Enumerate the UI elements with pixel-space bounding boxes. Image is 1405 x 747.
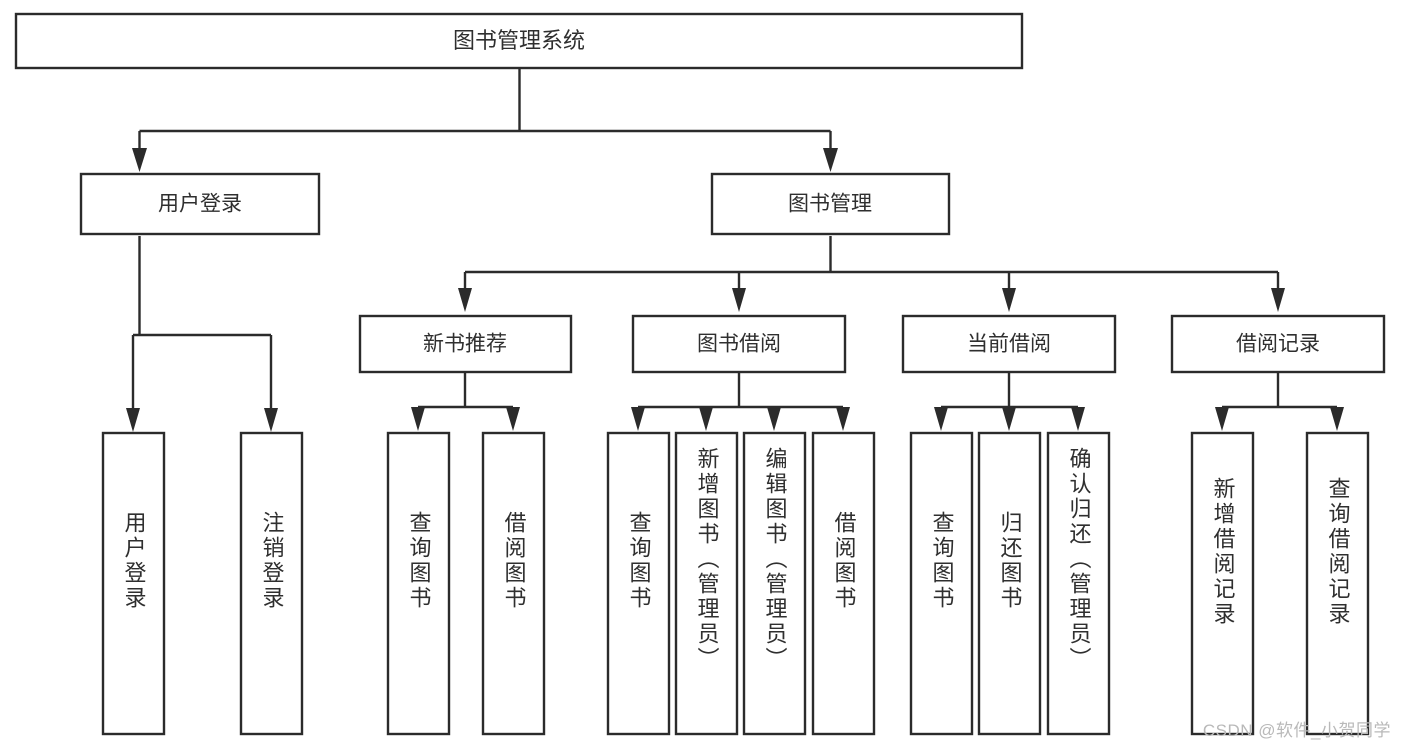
node-box-current-borrow[interactable] bbox=[901, 314, 1117, 374]
connector-group-book-borrow bbox=[631, 372, 850, 431]
node-box-borrow-record[interactable] bbox=[1170, 314, 1386, 374]
connector-group-root bbox=[132, 68, 838, 172]
arrow-head-new-book-rec bbox=[458, 288, 472, 312]
node-box-book-borrow[interactable] bbox=[631, 314, 847, 374]
arrow-head-borrow-record bbox=[1271, 288, 1285, 312]
node-label-book-manage: 图书管理 bbox=[788, 193, 872, 216]
node-book-manage[interactable]: 图书管理 bbox=[710, 172, 951, 236]
node-box-new-book-rec[interactable] bbox=[358, 314, 573, 374]
node-borrow-record[interactable]: 借阅记录 bbox=[1170, 314, 1386, 374]
node-label-borrow-record: 借阅记录 bbox=[1236, 333, 1320, 356]
node-box-root[interactable] bbox=[14, 12, 1024, 70]
node-new-book-rec[interactable]: 新书推荐 bbox=[358, 314, 573, 374]
arrow-head-leaf-confirm-return bbox=[1071, 407, 1085, 431]
leaf-box-leaf-edit-book[interactable] bbox=[742, 431, 807, 736]
leaf-box-leaf-add-record[interactable] bbox=[1190, 431, 1255, 736]
csdn-watermark: CSDN @软件_小贺同学 bbox=[1202, 721, 1391, 740]
arrow-head-book-borrow bbox=[732, 288, 746, 312]
leaf-box-leaf-query-book-3[interactable] bbox=[909, 431, 974, 736]
arrow-head-leaf-logout bbox=[264, 408, 278, 432]
arrow-head-user-login bbox=[132, 148, 147, 172]
node-current-borrow[interactable]: 当前借阅 bbox=[901, 314, 1117, 374]
leaf-box-leaf-query-book-1[interactable] bbox=[386, 431, 451, 736]
node-label-new-book-rec: 新书推荐 bbox=[423, 333, 507, 356]
arrow-head-leaf-user-login bbox=[126, 408, 140, 432]
leaf-box-leaf-confirm-return[interactable] bbox=[1046, 431, 1111, 736]
arrow-head-current-borrow bbox=[1002, 288, 1016, 312]
arrow-head-leaf-query-book-3 bbox=[934, 407, 948, 431]
leaf-box-leaf-borrow-book-2[interactable] bbox=[811, 431, 876, 736]
node-box-book-manage[interactable] bbox=[710, 172, 951, 236]
node-root[interactable]: 图书管理系统 bbox=[14, 12, 1024, 70]
arrow-head-leaf-return-book bbox=[1002, 407, 1016, 431]
arrow-head-book-manage bbox=[823, 148, 838, 172]
connector-group-current-borrow bbox=[934, 372, 1085, 431]
node-box-user-login[interactable] bbox=[79, 172, 321, 236]
leaf-box-leaf-add-book[interactable] bbox=[674, 431, 739, 736]
leaf-box-leaf-user-login[interactable] bbox=[101, 431, 166, 736]
arrow-head-leaf-borrow-book-1 bbox=[506, 407, 520, 431]
arrow-head-leaf-edit-book bbox=[767, 407, 781, 431]
leaf-box-leaf-borrow-book-1[interactable] bbox=[481, 431, 546, 736]
leaf-box-group bbox=[101, 431, 1370, 736]
connector-group-user-login bbox=[126, 236, 278, 432]
node-label-book-borrow: 图书借阅 bbox=[697, 333, 781, 356]
connector-group-borrow-record bbox=[1215, 372, 1344, 431]
leaf-box-leaf-query-book-2[interactable] bbox=[606, 431, 671, 736]
arrow-head-leaf-add-book bbox=[699, 407, 713, 431]
node-user-login[interactable]: 用户登录 bbox=[79, 172, 321, 236]
connector-group-new-book-rec bbox=[411, 372, 520, 431]
leaf-box-leaf-query-record[interactable] bbox=[1305, 431, 1370, 736]
node-label-root: 图书管理系统 bbox=[453, 28, 585, 53]
leaf-box-leaf-logout[interactable] bbox=[239, 431, 304, 736]
connector-group-book-manage bbox=[458, 236, 1285, 312]
leaf-box-leaf-return-book[interactable] bbox=[977, 431, 1042, 736]
node-label-current-borrow: 当前借阅 bbox=[967, 333, 1051, 356]
arrow-head-leaf-query-book-1 bbox=[411, 407, 425, 431]
arrow-head-leaf-query-record bbox=[1330, 407, 1344, 431]
node-label-user-login: 用户登录 bbox=[158, 193, 242, 216]
arrow-head-leaf-query-book-2 bbox=[631, 407, 645, 431]
arrow-head-leaf-add-record bbox=[1215, 407, 1229, 431]
node-book-borrow[interactable]: 图书借阅 bbox=[631, 314, 847, 374]
arrow-head-leaf-borrow-book-2 bbox=[836, 407, 850, 431]
